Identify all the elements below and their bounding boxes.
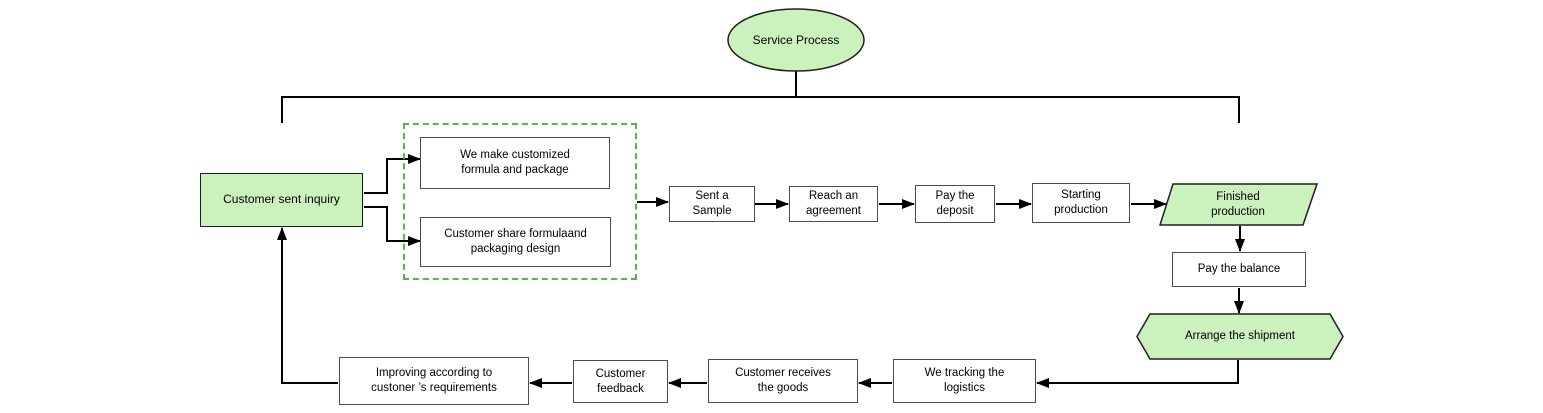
node-customer-share-formula: Customer share formulaand packaging desi… [420, 217, 611, 267]
node-customer-sent-inquiry: Customer sent inquiry [200, 173, 363, 227]
arrow-shipment-to-logistics [1036, 360, 1239, 388]
node-make-customized-formula: We make customized formula and package [420, 137, 610, 189]
node-we-tracking-logistics: We tracking the logistics [893, 359, 1036, 403]
finished-production-parallelogram-shape [1158, 183, 1319, 226]
start-ellipse-shape [727, 8, 865, 72]
options-group-dashed-frame [403, 123, 637, 280]
arrow-improve-to-inquiry [277, 227, 338, 384]
node-improving-requirements: Improving according to custoner ’s requi… [339, 357, 529, 405]
node-customer-feedback: Customer feedback [573, 360, 668, 403]
connector-top-rail [281, 96, 1240, 123]
node-sent-a-sample: Sent a Sample [669, 186, 755, 222]
node-customer-receives-goods: Customer receives the goods [708, 359, 858, 403]
arrange-shipment-hexagon-shape [1136, 313, 1344, 360]
node-arrange-shipment: Arrange the shipment [1185, 330, 1295, 343]
node-service-process: Service Process [752, 32, 840, 47]
node-pay-the-deposit: Pay the deposit [915, 185, 995, 223]
node-reach-an-agreement: Reach an agreement [789, 186, 878, 222]
node-pay-the-balance: Pay the balance [1172, 252, 1306, 287]
node-finished-production: Finished production [1211, 190, 1265, 218]
node-starting-production: Starting production [1032, 183, 1130, 223]
